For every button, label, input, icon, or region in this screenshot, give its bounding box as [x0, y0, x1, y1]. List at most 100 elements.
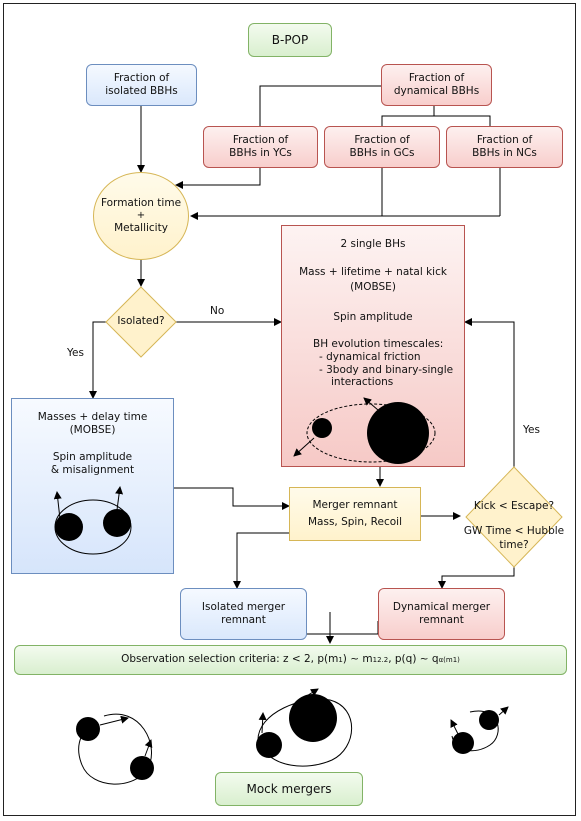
mock-merger-right [450, 706, 509, 754]
mock-left-bh1 [76, 717, 100, 741]
binary-bh-right [103, 509, 131, 537]
arrow-kick-yes [464, 318, 515, 467]
large-bh-disk [367, 402, 429, 464]
mock-mergers-text: Mock mergers [246, 781, 332, 796]
iso-panel-line3: Spin amplitude [52, 451, 133, 463]
large-bh-kick-arrow [363, 397, 379, 411]
left-spin-arrow [53, 491, 62, 520]
kick-line2: GW Time < Hubble [463, 524, 565, 537]
label-yes-right: Yes [523, 424, 540, 436]
mock-left-arrow2 [144, 739, 153, 757]
fraction-isolated-box: Fraction of isolated BBHs [86, 64, 197, 106]
mock-right-arrow1 [498, 706, 509, 716]
dyn-panel-line2: Mass + lifetime + natal kick [299, 266, 447, 278]
obs-sup1: 2.2 [377, 655, 389, 664]
dyn-panel-line7: - 3body and binary-single [319, 364, 454, 376]
mock-left-arrow1 [99, 715, 129, 726]
dyn-panel-line3: (MOBSE) [350, 281, 396, 293]
small-bh-disk [312, 418, 332, 438]
mock-middle-large-bh [289, 694, 337, 742]
small-bh-kick-arrow [293, 437, 315, 457]
isolated-evolution-panel [11, 398, 174, 574]
dyn-remnant-line1: Dynamical merger [392, 600, 491, 613]
formation-line2: Metallicity [114, 222, 168, 235]
formation-line1: Formation time [100, 196, 182, 209]
binary-bh-left [55, 513, 83, 541]
dyn-panel-line8: interactions [331, 376, 394, 388]
line-dyn-to-nc [434, 115, 491, 126]
merger-remnant-line1: Merger remnant [312, 498, 398, 511]
obs-mid1: ) ~ m [342, 653, 373, 666]
obs-sup2: α(m1) [438, 655, 460, 664]
fraction-yc-line2: BBHs in YCs [229, 147, 292, 159]
merger-remnant-box: Merger remnant Mass, Spin, Recoil [289, 487, 421, 541]
dyn-panel-line6: - dynamical friction [319, 351, 421, 363]
iso-panel-line4: & misalignment [50, 464, 135, 476]
iso-panel-line2: (MOBSE) [69, 424, 116, 436]
formation-circle: Formation time + Metallicity [93, 172, 189, 260]
fraction-gc-box: Fraction of BBHs in GCs [324, 126, 440, 168]
kick-line1: Kick < Escape? [473, 500, 555, 512]
mock-mergers-box: Mock mergers [215, 772, 363, 806]
fraction-nc-line1: Fraction of [476, 133, 533, 146]
arrow-iso-to-merger [174, 487, 290, 510]
fraction-nc-line2: BBHs in NCs [472, 147, 537, 159]
mock-middle-arrow2 [258, 712, 267, 734]
fraction-yc-line1: Fraction of [232, 133, 289, 146]
fraction-dynamical-line2: dynamical BBHs [393, 85, 480, 97]
iso-remnant-line1: Isolated merger [201, 600, 286, 613]
mock-middle-orbit [257, 698, 353, 767]
mock-right-arrow2 [450, 719, 459, 735]
diagram-frame [3, 3, 576, 816]
iso-panel-line1: Masses + delay time [37, 411, 148, 423]
observation-criteria-box: Observation selection criteria: z < 2, p… [14, 645, 567, 675]
isolated-question: Isolated? [117, 315, 165, 327]
line-dyn-to-yc [259, 85, 381, 126]
right-spin-arrow [115, 486, 124, 511]
isolated-remnant-box: Isolated merger remnant [180, 588, 307, 640]
dyn-panel-line5: BH evolution timescales: [313, 338, 444, 350]
mock-merger-middle [256, 688, 353, 767]
arrow-kick-to-dyn-remnant [438, 567, 515, 589]
title-text: B-POP [271, 32, 309, 47]
mock-merger-left [76, 713, 154, 785]
arrow-yes-left [89, 321, 106, 399]
kick-question: Kick < Escape? GW Time < Hubble time? [462, 499, 566, 553]
mock-left-bh2 [130, 756, 154, 780]
kick-line3: time? [499, 539, 529, 552]
obs-mid2: , p(q) ~ q [388, 653, 439, 666]
fraction-gc-line1: Fraction of [354, 133, 410, 146]
merger-remnant-line2: Mass, Spin, Recoil [307, 516, 402, 528]
dynamical-remnant-box: Dynamical merger remnant [378, 588, 505, 640]
label-no: No [210, 305, 225, 317]
arrow-merger-to-iso-remnant [233, 532, 289, 589]
mock-left-orbit [78, 713, 152, 785]
fraction-yc-box: Fraction of BBHs in YCs [203, 126, 318, 168]
obs-sub1: 1 [338, 655, 343, 664]
fraction-isolated-line2: isolated BBHs [105, 85, 178, 97]
mock-right-bh1 [479, 710, 499, 730]
obs-sub2: 1 [372, 655, 378, 664]
iso-remnant-line2: remnant [221, 614, 266, 626]
mock-middle-small-bh [256, 732, 282, 758]
dyn-panel-line4: Spin amplitude [333, 311, 413, 323]
fraction-gc-line2: BBHs in GCs [349, 147, 415, 159]
arrow-yc-to-formation [175, 168, 261, 189]
dyn-remnant-line2: remnant [419, 614, 464, 626]
label-yes-left: Yes [67, 347, 84, 359]
mock-right-bh2 [452, 732, 474, 754]
title-box: B-POP [248, 23, 332, 57]
formation-plus: + [136, 209, 146, 221]
fraction-dynamical-box: Fraction of dynamical BBHs [381, 64, 492, 106]
fraction-dynamical-line1: Fraction of [408, 71, 465, 84]
fraction-nc-box: Fraction of BBHs in NCs [446, 126, 563, 168]
mock-middle-arrow1 [299, 688, 319, 701]
dyn-panel-line1: 2 single BHs [340, 238, 406, 250]
line-dyn-to-gc [381, 106, 435, 126]
obs-prefix: Observation selection criteria: z < 2, p… [121, 653, 339, 666]
